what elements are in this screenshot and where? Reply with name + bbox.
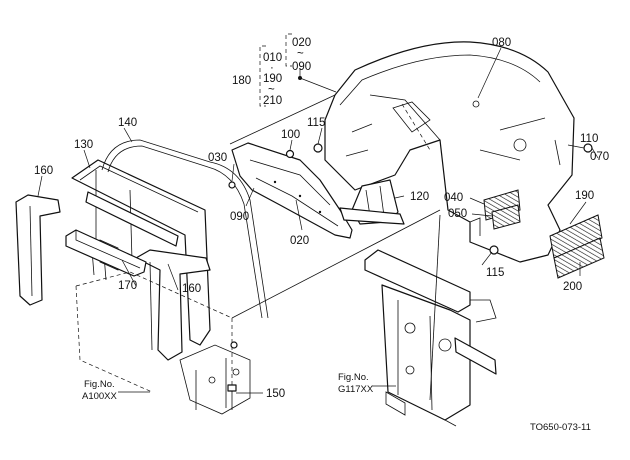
fig-ref-right-code: G117XX <box>338 384 374 395</box>
group-bracket-180 <box>259 33 292 107</box>
fig-ref-left-code: A100XX <box>82 391 118 402</box>
side-cover-left <box>15 194 61 306</box>
callout-050: 050 <box>448 208 467 220</box>
callout-200: 200 <box>563 281 582 293</box>
seal-strip <box>101 139 269 319</box>
lower-bracket <box>75 271 251 415</box>
projection-lines <box>229 94 441 401</box>
leader-lines <box>37 47 599 291</box>
callout-tilde-1: ~ <box>297 48 304 60</box>
callout-020-upper: 020 <box>292 37 311 49</box>
callout-100: 100 <box>281 129 300 141</box>
callout-tilde-2: ~ <box>268 84 275 96</box>
boot-120 <box>339 179 405 225</box>
callout-110: 110 <box>580 133 598 145</box>
callout-080: 080 <box>492 37 511 49</box>
callout-190-right: 190 <box>575 190 594 202</box>
rear-bracket <box>364 249 497 427</box>
fig-ref-right-label: Fig.No. <box>338 372 369 383</box>
callout-180: 180 <box>232 75 251 87</box>
figure-ref-left: Fig.No. A100XX <box>82 379 150 402</box>
callout-115-upper: 115 <box>307 117 325 129</box>
front-bar <box>65 229 147 277</box>
callout-160-left: 160 <box>34 165 53 177</box>
callout-070: 070 <box>590 151 609 163</box>
callout-170: 170 <box>118 280 137 292</box>
callout-040: 040 <box>444 192 463 204</box>
figure-ref-right: Fig.No. G117XX <box>338 372 396 395</box>
callout-130: 130 <box>74 139 93 151</box>
side-cover-right <box>135 249 211 361</box>
callout-210: 210 <box>263 95 282 107</box>
dash-cover <box>324 41 575 263</box>
fig-ref-left-label: Fig.No. <box>84 379 115 390</box>
callout-120: 120 <box>410 191 429 203</box>
bolt-150 <box>227 384 263 410</box>
callout-010: 010 <box>263 52 282 64</box>
callout-160-right: 160 <box>182 283 201 295</box>
callout-090-lower: 090 <box>230 211 249 223</box>
front-frame-assembly <box>71 159 211 346</box>
callout-dot-sep: · <box>270 62 274 74</box>
decals <box>483 189 605 279</box>
callout-140: 140 <box>118 117 137 129</box>
callout-labels: 080 110 070 040 050 190 200 115 115 120 … <box>34 37 609 400</box>
callout-090-upper: 090 <box>292 61 311 73</box>
callout-030: 030 <box>208 152 227 164</box>
callout-115-lower: 115 <box>486 267 504 279</box>
callout-020-lower: 020 <box>290 235 309 247</box>
callout-190-left: 190 <box>263 73 282 85</box>
drawing-code: TO650-073-11 <box>530 422 591 433</box>
callout-150: 150 <box>266 388 285 400</box>
